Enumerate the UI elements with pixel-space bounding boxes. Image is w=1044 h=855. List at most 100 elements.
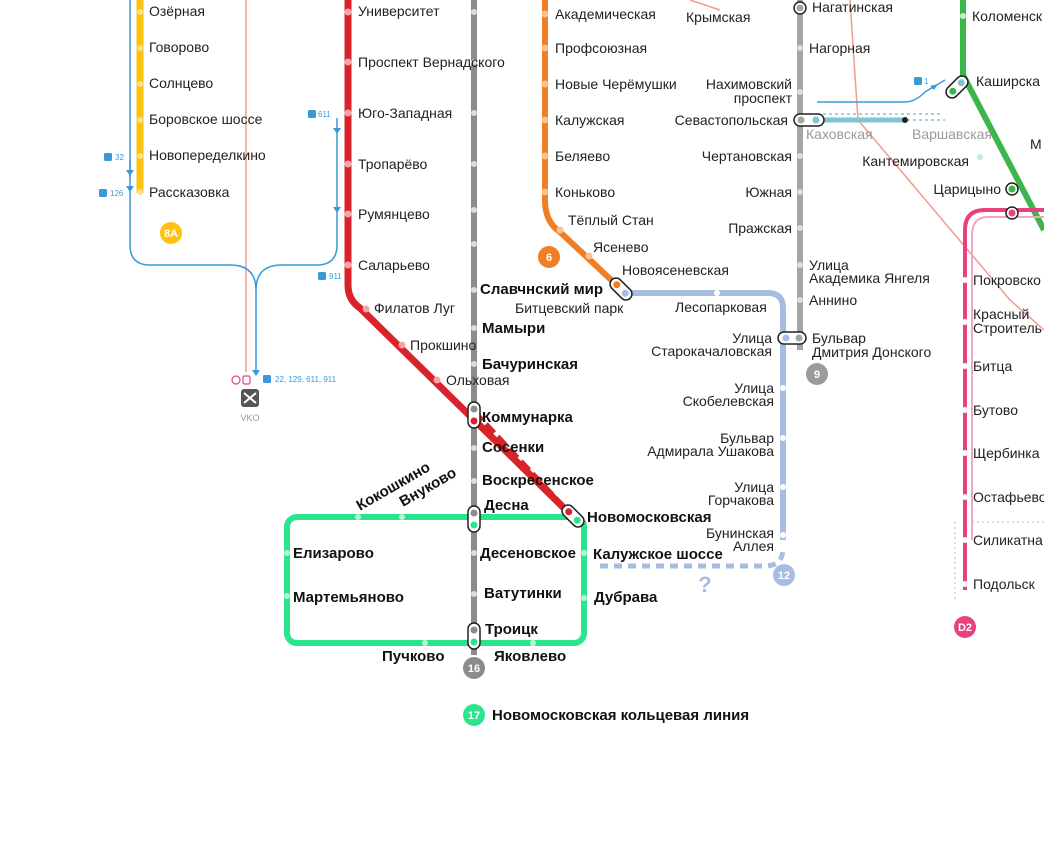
- station-kommunarka[interactable]: Коммунарка: [482, 409, 574, 426]
- station-pokrovskoe[interactable]: Покровско: [973, 272, 1041, 288]
- station-prazhskaya[interactable]: Пражская: [728, 220, 792, 236]
- station-profsoyuznaya[interactable]: Профсоюзная: [555, 40, 647, 56]
- station-voskresenskoe[interactable]: Воскресенское: [482, 472, 594, 489]
- station-yuzhnaya[interactable]: Южная: [745, 184, 792, 200]
- station-troparevo[interactable]: Тропарёво: [358, 156, 428, 172]
- station-dot: [902, 117, 908, 123]
- station-ushakova-line1[interactable]: Бульвар: [720, 430, 774, 446]
- station-ushakova-line2[interactable]: Адмирала Ушакова: [647, 443, 774, 459]
- station-skobelevskaya-line1[interactable]: Улица: [734, 380, 774, 396]
- station-olkhovaya[interactable]: Ольховая: [446, 372, 509, 388]
- station-akademicheskaya[interactable]: Академическая: [555, 6, 656, 22]
- station-yugo-zapadnaya[interactable]: Юго-Западная: [358, 105, 452, 121]
- station-kaluzhskaya[interactable]: Калужская: [555, 112, 624, 128]
- station-dubrava[interactable]: Дубрава: [594, 589, 658, 606]
- station-sevastopolskaya[interactable]: Севастопольская: [675, 112, 788, 128]
- badge-9: 9: [806, 363, 828, 385]
- station-novoyasenevskaya[interactable]: Новоясеневская: [622, 262, 729, 278]
- station-govorovo[interactable]: Говорово: [149, 39, 209, 55]
- transfer-d2-tsaritsyno: [1005, 206, 1019, 220]
- station-vatutinki[interactable]: Ватутинки: [484, 585, 562, 602]
- station-annino[interactable]: Аннино: [809, 292, 857, 308]
- station-martemyanovo[interactable]: Мартемьяново: [293, 589, 404, 606]
- station-troitsk[interactable]: Троицк: [485, 621, 538, 638]
- station-buninskaya-line2[interactable]: Аллея: [733, 538, 774, 554]
- station-yangelya-line1[interactable]: Улица: [809, 257, 849, 273]
- station-bachurinskaya[interactable]: Бачуринская: [482, 356, 578, 373]
- line-d2-outline: [971, 216, 1044, 540]
- badge-d2-label: D2: [958, 622, 972, 634]
- station-krasny-line1[interactable]: Красный: [973, 306, 1029, 322]
- station-elizarovo[interactable]: Елизарово: [293, 545, 374, 562]
- station-novye-cheremushki[interactable]: Новые Черёмушки: [555, 76, 677, 92]
- station-dot: [137, 189, 143, 195]
- station-bitsevsky-park[interactable]: Битцевский парк: [515, 300, 624, 316]
- station-yakovlevo[interactable]: Яковлево: [494, 648, 566, 665]
- station-starokachalovskaya-line1[interactable]: Улица: [732, 330, 772, 346]
- station-varshavskaya[interactable]: Варшавская: [912, 126, 992, 142]
- station-kashirskaya[interactable]: Каширска: [976, 73, 1040, 89]
- station-m-stub[interactable]: М: [1030, 136, 1042, 152]
- station-kakhovskaya[interactable]: Каховская: [806, 126, 873, 142]
- station-kantemirovskaya[interactable]: Кантемировская: [862, 153, 969, 169]
- station-sosenki[interactable]: Сосенки: [482, 439, 544, 456]
- station-desna[interactable]: Десна: [484, 497, 529, 514]
- station-yasenevo[interactable]: Ясенево: [593, 239, 649, 255]
- station-nakhimovsky-line2[interactable]: проспект: [734, 90, 793, 106]
- station-dot: [797, 262, 803, 268]
- station-tsaritsyno[interactable]: Царицыно: [933, 181, 1001, 197]
- station-slavyansky-mir[interactable]: Славчнский мир: [480, 281, 603, 298]
- station-krasny-line2[interactable]: Строитель: [973, 320, 1042, 336]
- station-podolsk[interactable]: Подольск: [973, 576, 1036, 592]
- station-nagatinskaya[interactable]: Нагатинская: [812, 0, 893, 15]
- station-kaluzhskoe-shosse[interactable]: Калужское шоссе: [593, 546, 723, 563]
- transfer-troitsk: [467, 622, 481, 650]
- station-shcherbinka[interactable]: Щербинка: [973, 445, 1040, 461]
- station-universitet[interactable]: Университет: [358, 3, 440, 19]
- transfer-tsaritsyno: [1005, 182, 1019, 196]
- station-lesoparkovaya[interactable]: Лесопарковая: [675, 299, 767, 315]
- station-rasskazovka[interactable]: Рассказовка: [149, 184, 230, 200]
- station-gorchakova-line2[interactable]: Горчакова: [708, 492, 774, 508]
- station-ozernaya[interactable]: Озёрная: [149, 3, 205, 19]
- station-dot: [797, 153, 803, 159]
- station-novoperedelkino[interactable]: Новопеределкино: [149, 147, 266, 163]
- station-puchkovo[interactable]: Пучково: [382, 648, 445, 665]
- station-teply-stan[interactable]: Тёплый Стан: [568, 212, 654, 228]
- station-skobelevskaya-line2[interactable]: Скобелевская: [683, 393, 774, 409]
- station-dot: [471, 59, 477, 65]
- station-dot: [541, 80, 549, 88]
- station-solntsevo[interactable]: Солнцево: [149, 75, 213, 91]
- station-rumyantsevo[interactable]: Румянцево: [358, 206, 430, 222]
- station-desenovskoe[interactable]: Десеновское: [480, 545, 576, 562]
- station-prokshino[interactable]: Прокшино: [410, 337, 477, 353]
- station-gorchakova-line1[interactable]: Улица: [734, 479, 774, 495]
- station-prospekt-vernadskogo[interactable]: Проспект Вернадского: [358, 54, 505, 70]
- station-starokachalovskaya-line2[interactable]: Старокачаловская: [651, 343, 772, 359]
- station-filatov-lug[interactable]: Филатов Луг: [374, 300, 455, 316]
- aeroexpress-icon: [231, 375, 251, 385]
- station-kolomenskaya[interactable]: Коломенск: [972, 8, 1043, 24]
- station-dot: [137, 45, 143, 51]
- station-mamyri[interactable]: Мамыри: [482, 320, 545, 337]
- station-donskogo-line1[interactable]: Бульвар: [812, 330, 866, 346]
- station-silikatnaya[interactable]: Силикатна: [973, 532, 1043, 548]
- station-dot: [962, 537, 968, 543]
- station-nagornaya[interactable]: Нагорная: [809, 40, 870, 56]
- station-yangelya-line2[interactable]: Академика Янгеля: [809, 270, 930, 286]
- station-donskogo-line2[interactable]: Дмитрия Донского: [812, 344, 931, 360]
- station-butovo[interactable]: Бутово: [973, 402, 1018, 418]
- station-chertanovskaya[interactable]: Чертановская: [702, 148, 792, 164]
- station-bitsa[interactable]: Битца: [973, 358, 1012, 374]
- station-nakhimovsky-line1[interactable]: Нахимовский: [706, 76, 792, 92]
- station-ostafevo[interactable]: Остафьево: [973, 489, 1044, 505]
- station-buninskaya-line1[interactable]: Бунинская: [706, 525, 774, 541]
- station-salarevo[interactable]: Саларьево: [358, 257, 430, 273]
- station-belyaevo[interactable]: Беляево: [555, 148, 610, 164]
- bus-connections: [129, 0, 946, 375]
- station-novomoskovskaya[interactable]: Новомосковская: [587, 509, 711, 526]
- station-borovskoe-shosse[interactable]: Боровское шоссе: [149, 111, 263, 127]
- station-konkovo[interactable]: Коньково: [555, 184, 615, 200]
- station-krymskaya[interactable]: Крымская: [686, 9, 750, 25]
- badge-8a: 8А: [160, 222, 182, 244]
